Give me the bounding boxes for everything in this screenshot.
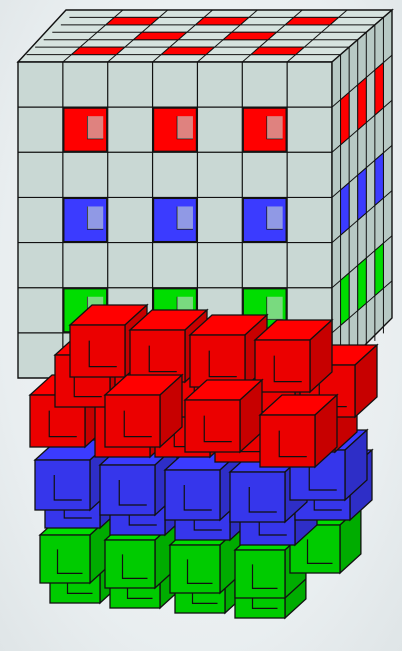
side-cell xyxy=(341,92,350,145)
blue-block-front xyxy=(100,465,155,515)
side-cell xyxy=(375,243,384,296)
blue-block-front xyxy=(165,470,220,520)
red-block-front xyxy=(105,395,160,447)
cell-hollow xyxy=(177,206,193,229)
green-block-front xyxy=(235,550,285,598)
green-block-front xyxy=(170,545,220,593)
top-cell xyxy=(106,17,159,24)
side-cell xyxy=(341,273,350,326)
red-block-front xyxy=(70,325,125,377)
side-cell xyxy=(375,153,384,206)
side-cell xyxy=(358,258,367,311)
blue-block-front xyxy=(35,460,90,510)
green-block-front xyxy=(40,535,90,583)
cell-hollow xyxy=(177,116,193,139)
colored-cross-lattice xyxy=(30,305,377,618)
cell-hollow xyxy=(267,297,283,320)
top-cell xyxy=(71,47,124,54)
red-block-front xyxy=(185,400,240,452)
red-block-front xyxy=(130,330,185,382)
red-block-front xyxy=(260,415,315,467)
side-cell xyxy=(358,77,367,130)
side-cell xyxy=(341,183,350,236)
top-cell xyxy=(133,32,186,39)
cell-hollow xyxy=(88,206,104,229)
top-cell xyxy=(251,47,304,54)
top-cell xyxy=(285,17,338,24)
top-cell xyxy=(195,17,248,24)
cell-hollow xyxy=(267,116,283,139)
top-cell xyxy=(223,32,276,39)
red-block-front xyxy=(190,335,245,387)
blue-block-front xyxy=(230,472,285,522)
top-cell xyxy=(161,47,214,54)
cell-hollow xyxy=(88,116,104,139)
cell-hollow xyxy=(267,206,283,229)
red-block-front xyxy=(255,340,310,392)
side-cell xyxy=(358,168,367,221)
side-cell xyxy=(375,63,384,116)
green-block-front xyxy=(105,540,155,588)
